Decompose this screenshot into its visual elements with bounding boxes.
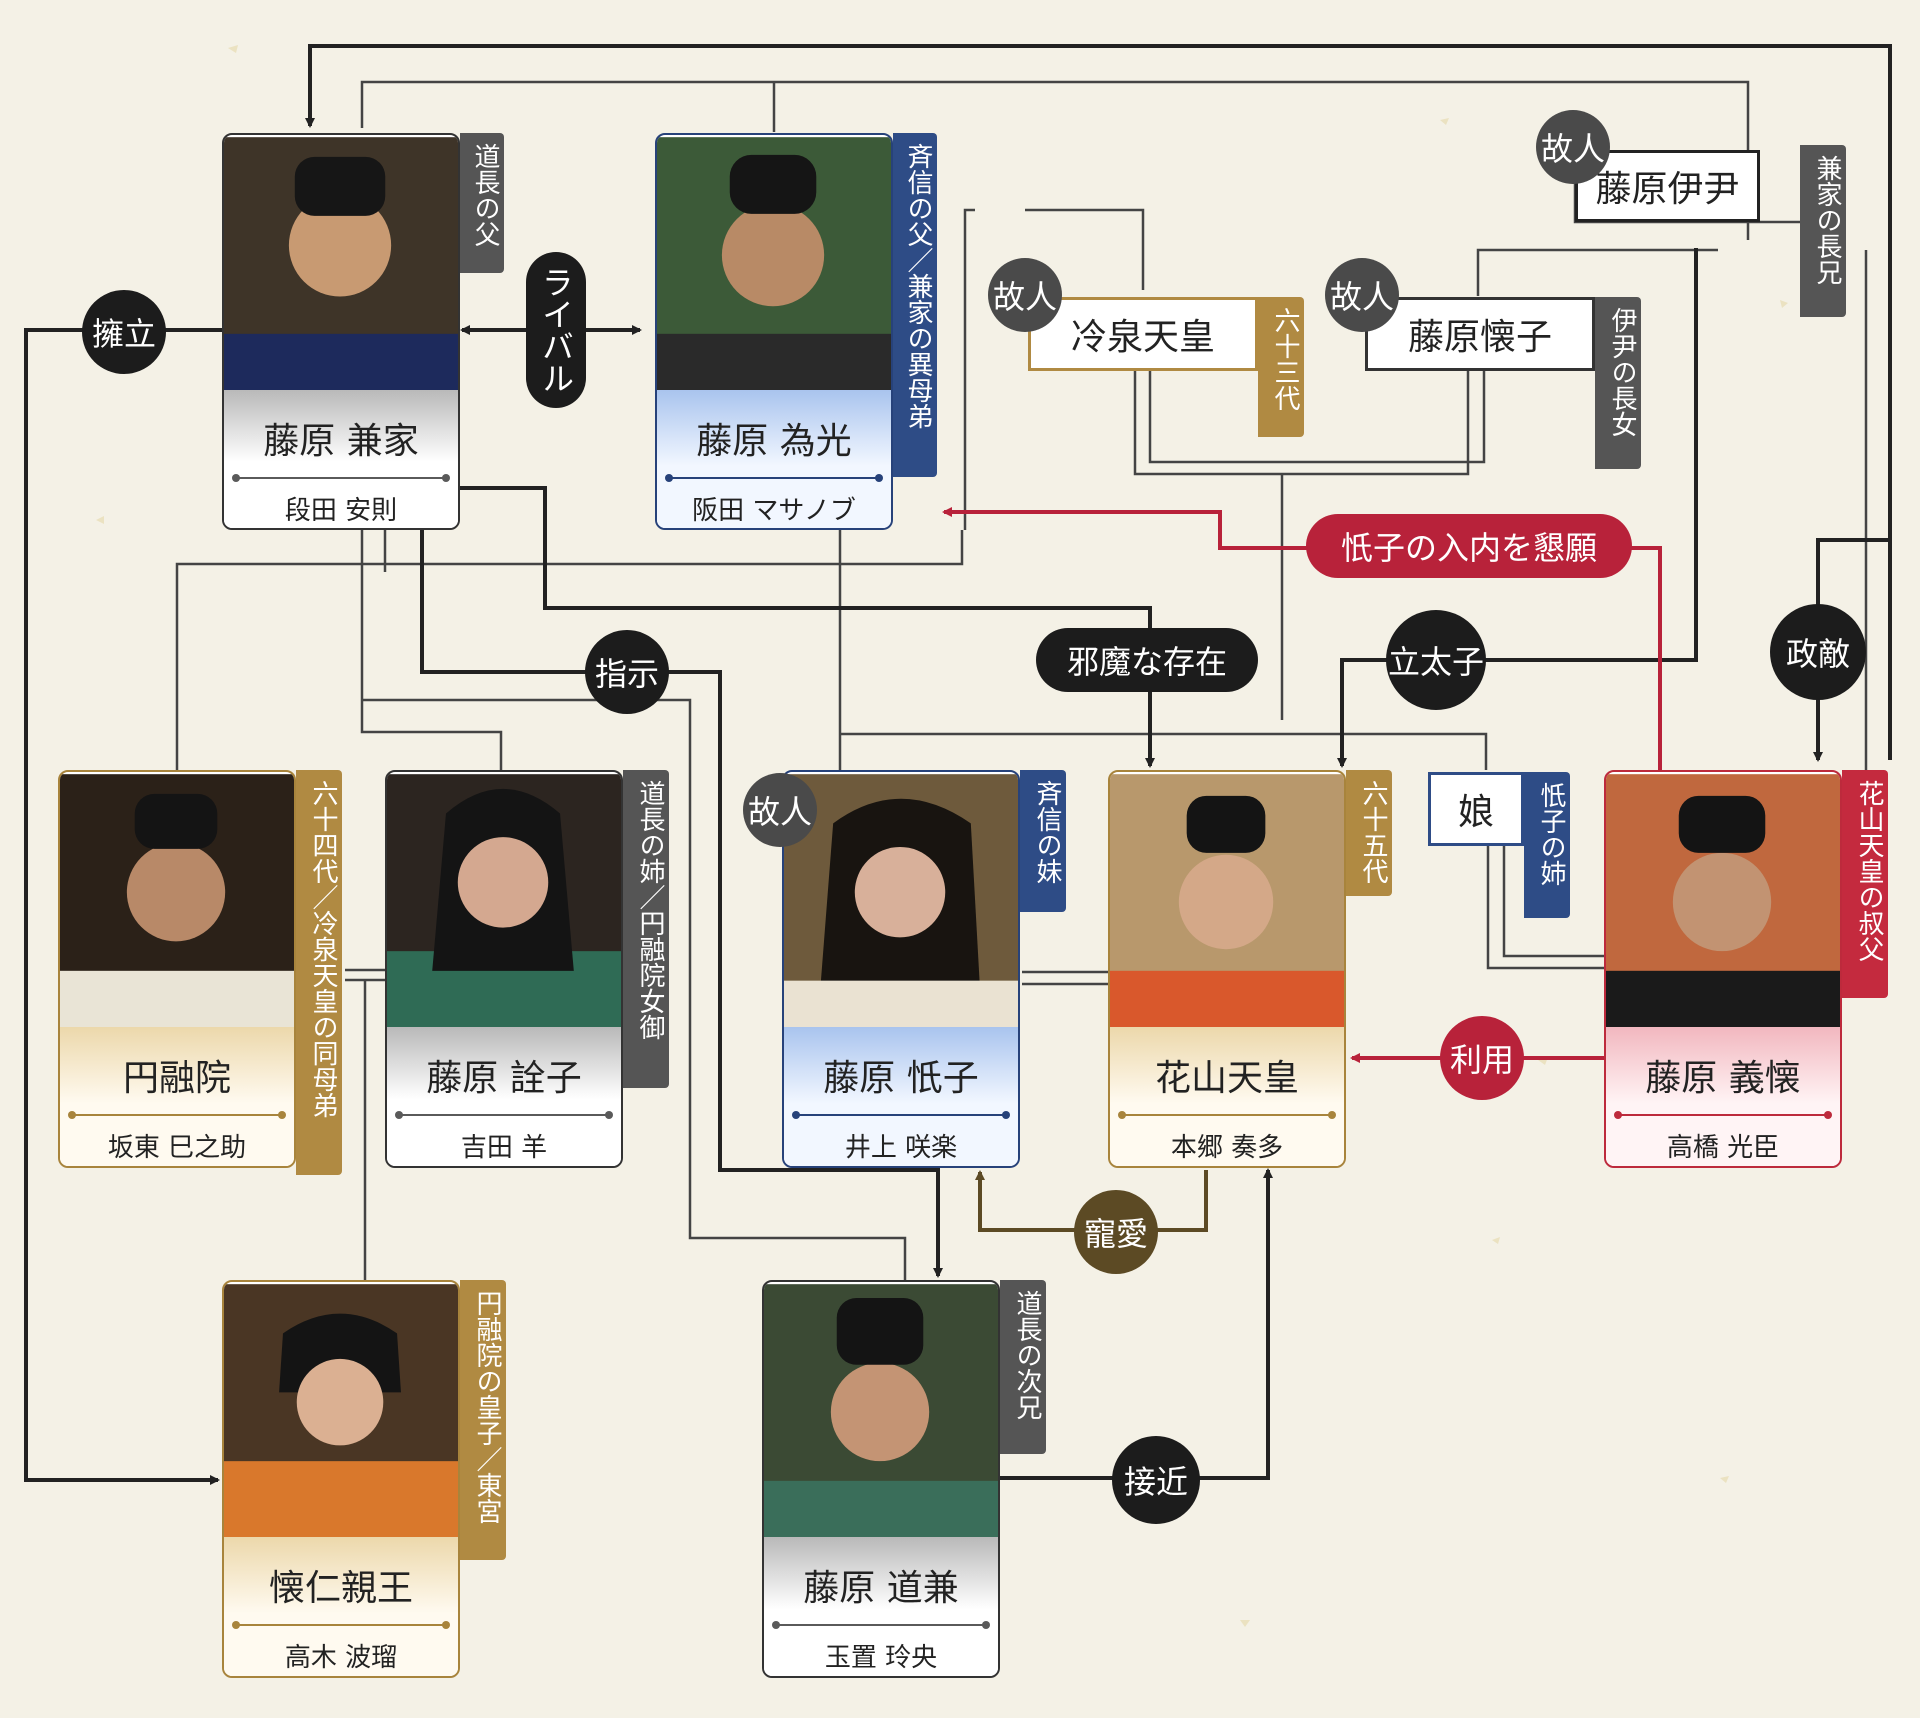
card-yasuhito-shinno[interactable]: 懐仁親王高木 波瑠 — [222, 1280, 460, 1678]
label-shishi: 斉信の妹 — [1020, 770, 1066, 912]
relation-rival: ライバル — [526, 252, 586, 408]
relation-ritaishi: 立太子 — [1386, 610, 1486, 710]
yoshichika-portrait — [1606, 772, 1840, 1032]
deceased-badge-kaishi: 故人 — [1325, 258, 1399, 332]
card-tamemitsu[interactable]: 藤原 為光阪田 マサノブ — [655, 133, 893, 530]
character-name: 花山天皇 — [1154, 1058, 1299, 1099]
card-kazan-tenno[interactable]: 花山天皇本郷 奏多 — [1108, 770, 1346, 1168]
box-musume[interactable]: 娘 — [1428, 772, 1524, 846]
actor-name: 阪田 マサノブ — [692, 496, 856, 526]
character-name: 藤原 為光 — [696, 421, 852, 462]
yasuhito-portrait — [224, 1282, 458, 1542]
character-name: 藤原 義懐 — [1645, 1058, 1801, 1099]
label-tamemitsu: 斉信の父／兼家の異母弟 — [893, 133, 937, 477]
card-yoshichika[interactable]: 藤原 義懐高橋 光臣 — [1604, 770, 1842, 1168]
relation-shiji: 指示 — [585, 630, 669, 714]
card-kaneie[interactable]: 藤原 兼家段田 安則 — [222, 133, 460, 530]
senshi-portrait — [387, 772, 621, 1032]
label-enyu-in: 六十四代／冷泉天皇の同母弟 — [296, 770, 342, 1175]
actor-name: 高橋 光臣 — [1666, 1133, 1780, 1163]
label-yoshichika: 花山天皇の叔父 — [1842, 770, 1888, 998]
actor-name: 坂東 巳之助 — [107, 1133, 247, 1163]
actor-name: 高木 波瑠 — [284, 1643, 398, 1673]
relation-yousei: 擁立 — [82, 290, 166, 374]
card-enyu-in[interactable]: 円融院坂東 巳之助 — [58, 770, 296, 1168]
deceased-badge-shishi: 故人 — [743, 773, 817, 847]
label-kaishi: 伊尹の長女 — [1595, 297, 1641, 469]
relation-chouai: 寵愛 — [1074, 1190, 1158, 1274]
character-name: 円融院 — [122, 1058, 231, 1099]
relation-riyou: 利用 — [1440, 1016, 1524, 1100]
label-musume: 忯子の姉 — [1524, 772, 1570, 918]
relation-seiteki: 政敵 — [1770, 604, 1866, 700]
label-yasuhito-shinno: 円融院の皇子／東宮 — [460, 1280, 506, 1560]
character-name: 藤原 道兼 — [803, 1568, 959, 1609]
tamemitsu-portrait — [657, 135, 891, 395]
box-kaishi[interactable]: 藤原懐子 — [1365, 297, 1595, 371]
character-name: 藤原 詮子 — [426, 1058, 582, 1099]
actor-name: 本郷 奏多 — [1170, 1133, 1284, 1163]
deceased-badge-reizei: 故人 — [988, 258, 1062, 332]
label-kazan-tenno: 六十五代 — [1346, 770, 1392, 896]
actor-name: 吉田 羊 — [460, 1133, 548, 1163]
kazan-portrait — [1110, 772, 1344, 1032]
card-michikane[interactable]: 藤原 道兼玉置 玲央 — [762, 1280, 1000, 1678]
actor-name: 段田 安則 — [284, 496, 398, 526]
actor-name: 井上 咲楽 — [844, 1133, 958, 1163]
label-michikane: 道長の次兄 — [1000, 1280, 1046, 1454]
label-kaneie: 道長の父 — [460, 133, 504, 273]
box-reizei-tenno[interactable]: 冷泉天皇 — [1028, 297, 1258, 371]
character-name: 懐仁親王 — [268, 1568, 413, 1609]
relation-jama: 邪魔な存在 — [1036, 628, 1258, 692]
label-koretada: 兼家の長兄 — [1800, 145, 1846, 317]
character-name: 藤原 忯子 — [823, 1058, 979, 1099]
kaneie-portrait — [224, 135, 458, 395]
actor-name: 玉置 玲央 — [824, 1643, 938, 1673]
relation-konkan: 忯子の入内を懇願 — [1306, 514, 1632, 578]
shishi-portrait — [784, 772, 1018, 1032]
character-name: 藤原 兼家 — [263, 421, 419, 462]
card-senshi[interactable]: 藤原 詮子吉田 羊 — [385, 770, 623, 1168]
card-shishi[interactable]: 藤原 忯子井上 咲楽 — [782, 770, 1020, 1168]
enyu-portrait — [60, 772, 294, 1032]
label-senshi: 道長の姉／円融院女御 — [623, 770, 669, 1088]
relation-sekkin: 接近 — [1112, 1436, 1200, 1524]
michikane-portrait — [764, 1282, 998, 1542]
label-reizei-tenno: 六十三代 — [1258, 297, 1304, 437]
deceased-badge-koretada: 故人 — [1536, 110, 1610, 184]
